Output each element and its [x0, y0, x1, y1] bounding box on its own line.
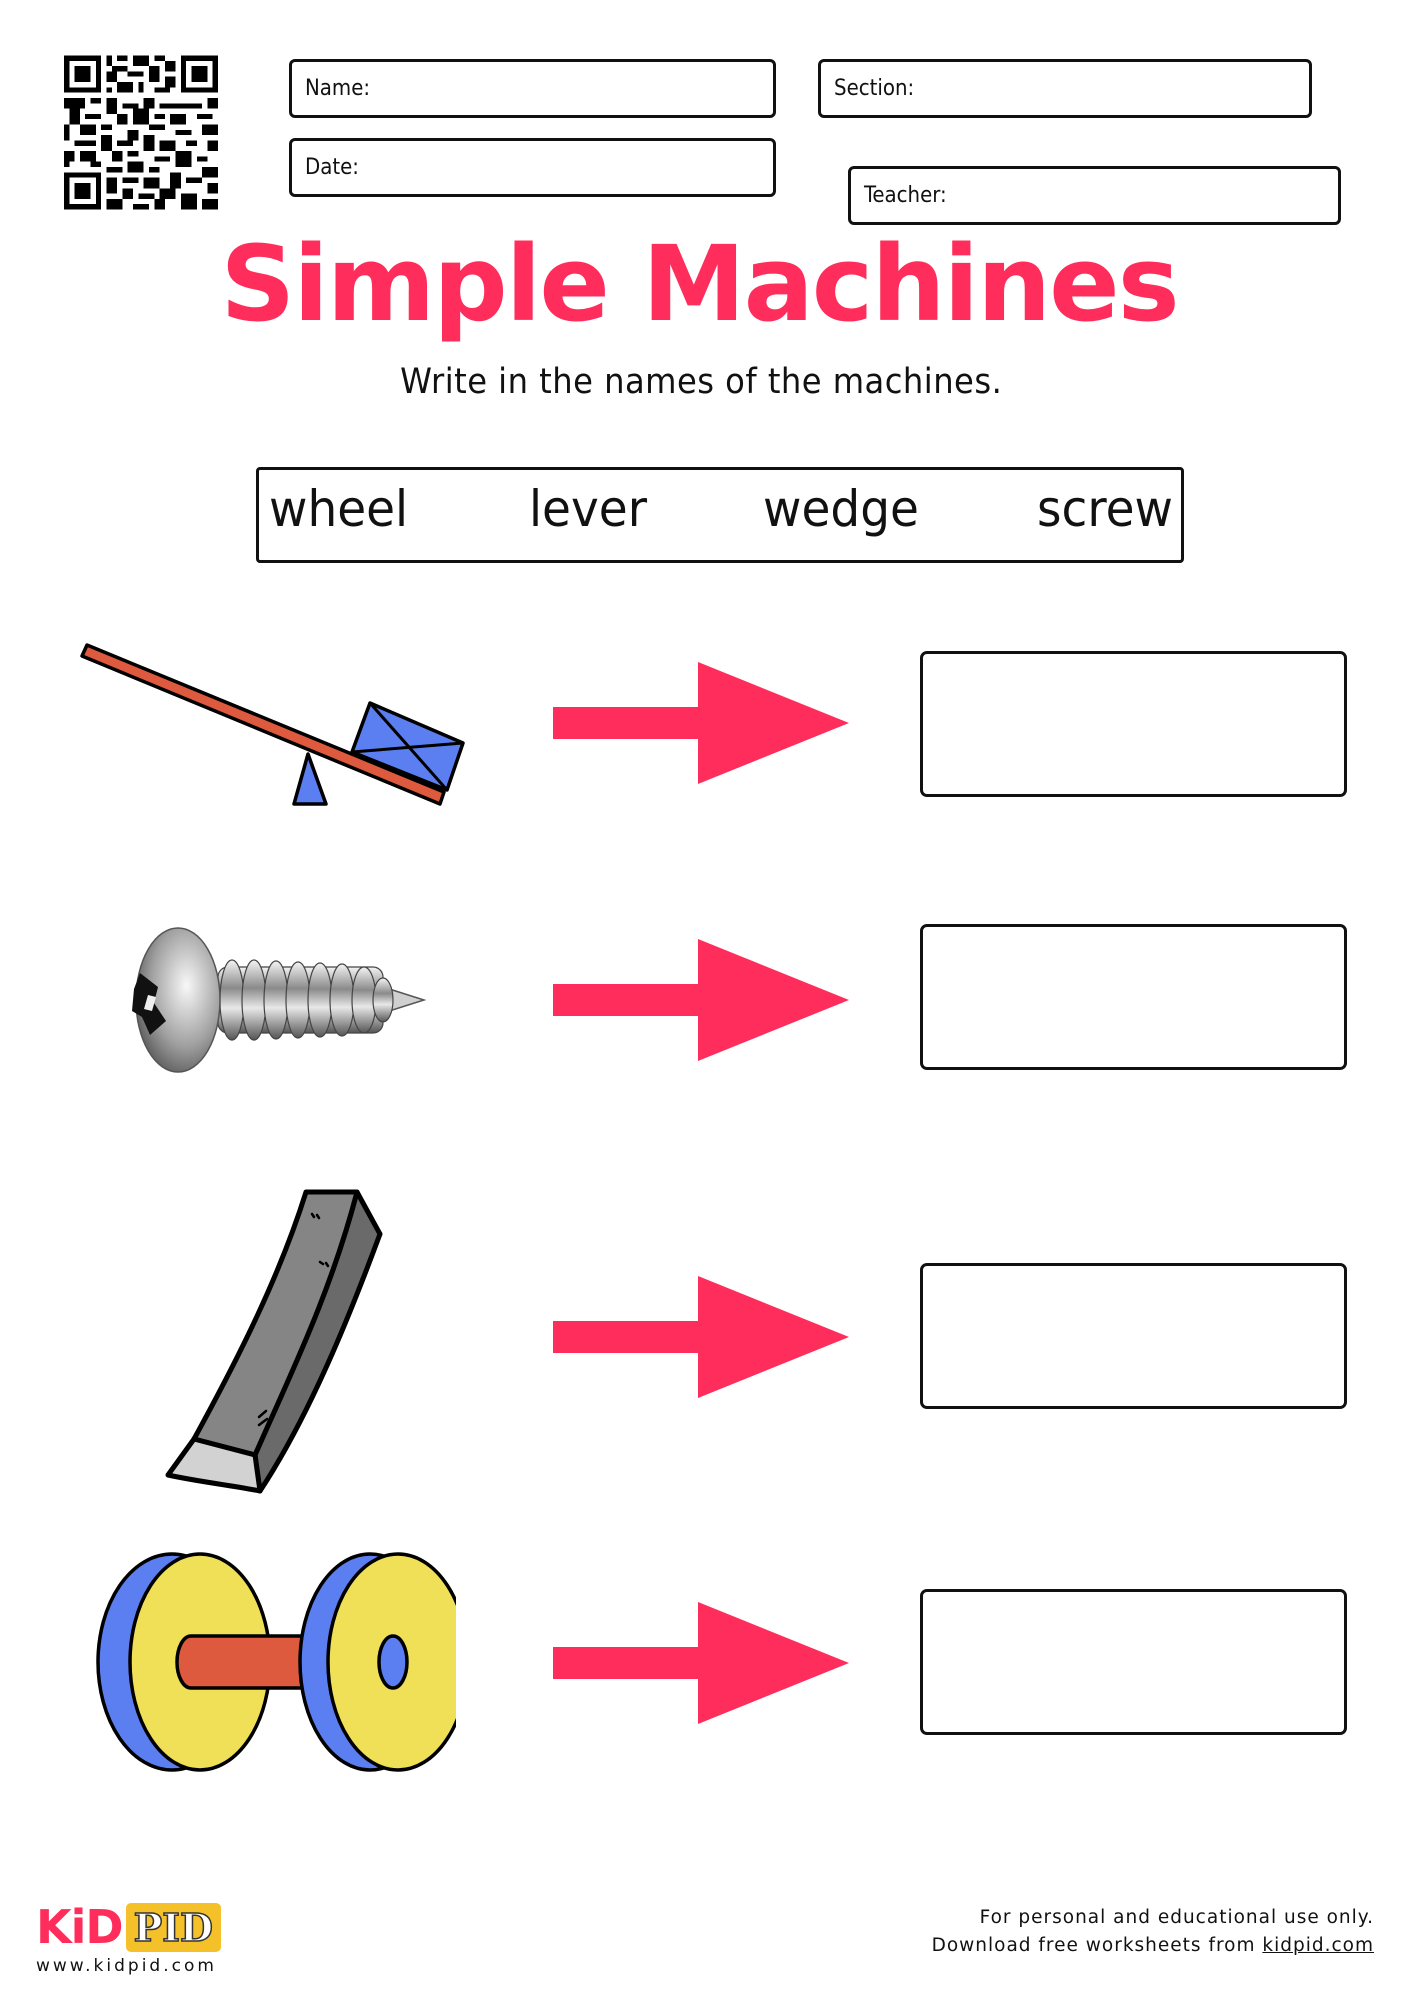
section-field[interactable]: Section: — [818, 59, 1312, 118]
lever-seesaw-icon — [78, 640, 468, 810]
answer-box-3[interactable] — [920, 1263, 1347, 1409]
date-field-label: Date: — [305, 155, 359, 180]
qr-code — [64, 55, 218, 210]
page-title-text: Simple Machines — [220, 223, 1179, 345]
name-field[interactable]: Name: — [289, 59, 776, 118]
kidpid-website: www.kidpid.com — [36, 1956, 217, 1976]
teacher-field-label: Teacher: — [864, 183, 947, 208]
word-bank-item: wheel — [269, 480, 409, 538]
footer-note: For personal and educational use only. D… — [932, 1904, 1374, 1960]
word-bank-item: lever — [529, 480, 648, 538]
screw-icon — [128, 925, 428, 1075]
word-bank-item: screw — [1037, 480, 1173, 538]
arrow-right-icon — [553, 662, 849, 784]
word-bank-item: wedge — [763, 480, 919, 538]
name-field-label: Name: — [305, 76, 371, 101]
answer-box-2[interactable] — [920, 924, 1347, 1070]
instruction-text-content: Write in the names of the machines. — [399, 362, 1003, 402]
logo-kid: KiD — [36, 1900, 124, 1954]
page-title: Simple Machines — [0, 232, 1414, 336]
kidpid-link[interactable]: kidpid.com — [1262, 1935, 1374, 1956]
word-bank: wheel lever wedge screw — [256, 467, 1184, 563]
wheel-and-axle-icon — [96, 1550, 470, 1775]
arrow-right-icon — [553, 1602, 849, 1724]
answer-box-1[interactable] — [920, 651, 1347, 797]
answer-box-4[interactable] — [920, 1589, 1347, 1735]
date-field[interactable]: Date: — [289, 138, 776, 197]
logo-pid: PID — [125, 1902, 221, 1952]
section-field-label: Section: — [834, 76, 915, 101]
footer-note-prefix: Download free worksheets from — [931, 1935, 1263, 1956]
wedge-icon — [160, 1185, 390, 1505]
arrow-right-icon — [553, 1276, 849, 1398]
instruction-text: Write in the names of the machines. — [0, 362, 1414, 402]
arrow-right-icon — [553, 939, 849, 1061]
footer-note-line2: Download free worksheets from kidpid.com — [932, 1932, 1374, 1960]
footer-note-line1: For personal and educational use only. — [979, 1907, 1374, 1928]
teacher-field[interactable]: Teacher: — [848, 166, 1341, 225]
